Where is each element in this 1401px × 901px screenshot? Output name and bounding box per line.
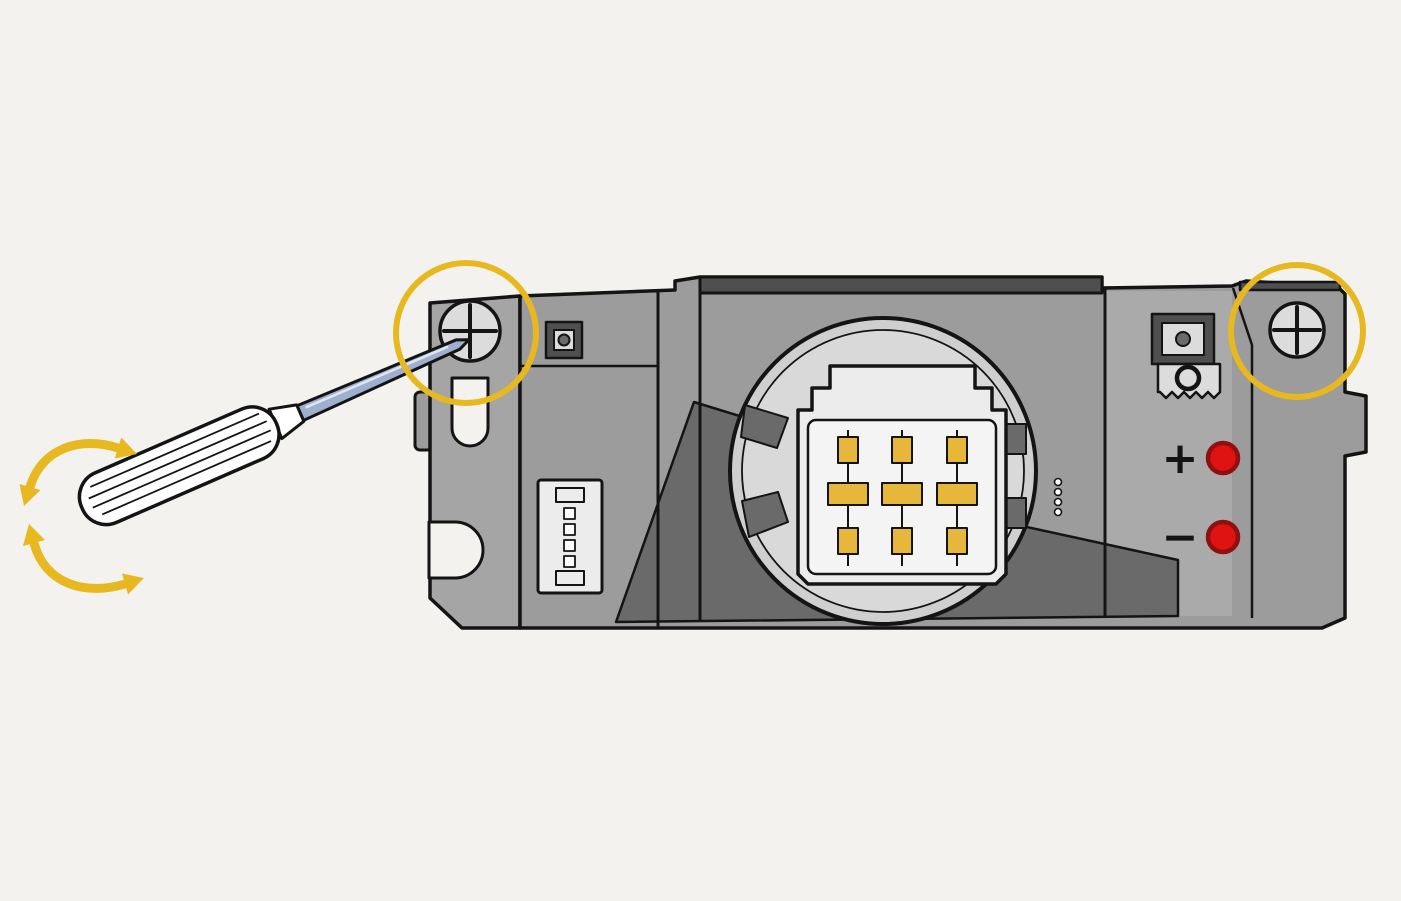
vent-holes (1053, 477, 1063, 517)
terminal-pin (837, 436, 859, 464)
adjustment-direction-markers: + − (1162, 433, 1241, 563)
service-connector (536, 478, 604, 595)
arrowhead (19, 484, 41, 506)
plus-label: + (1162, 433, 1199, 484)
terminal-pin (946, 436, 968, 464)
handle-ridges (88, 412, 272, 516)
terminal-pin (891, 436, 913, 464)
minus-label: − (1162, 512, 1199, 563)
torx-bolt (544, 320, 584, 360)
arrowhead (122, 573, 144, 595)
connector-pin (563, 523, 576, 536)
notch-lower (427, 520, 485, 580)
recess-clip-lower (741, 491, 789, 538)
arrowhead (114, 437, 137, 459)
top-rib-right (1238, 280, 1342, 292)
screwdriver (77, 338, 471, 527)
keyhole-slot-upper (450, 376, 490, 448)
connector-pin (563, 507, 576, 520)
terminal-pin-wide (881, 482, 923, 506)
adjustment-screw-right (1268, 301, 1326, 359)
connector-pin (563, 555, 576, 568)
sensor-component (1150, 312, 1222, 400)
top-rib (698, 275, 1104, 295)
arrowhead (23, 524, 45, 546)
recess-clip-upper (740, 404, 789, 449)
plus-indicator (1205, 440, 1241, 476)
headlight-unit: + − (413, 275, 1368, 630)
terminal-pin (891, 527, 913, 555)
rotation-arrow-upper (25, 439, 123, 492)
rotation-arrows-icon (19, 437, 144, 595)
panel-divider-4 (1231, 287, 1254, 618)
connector-pin (563, 539, 576, 552)
rotation-arrow-lower (29, 538, 130, 593)
terminal-pin (837, 527, 859, 555)
shaft-highlight (304, 345, 449, 409)
highlight-circle-left (393, 260, 539, 406)
screwdriver-handle (77, 405, 281, 527)
terminal-pin (946, 527, 968, 555)
terminal-pin-wide (936, 482, 978, 506)
highlight-circle-right (1228, 262, 1366, 400)
gold-terminal-pins (827, 430, 978, 566)
terminal-pin-wide (827, 482, 869, 506)
minus-indicator (1205, 519, 1241, 555)
main-connector-recess (728, 316, 1038, 626)
